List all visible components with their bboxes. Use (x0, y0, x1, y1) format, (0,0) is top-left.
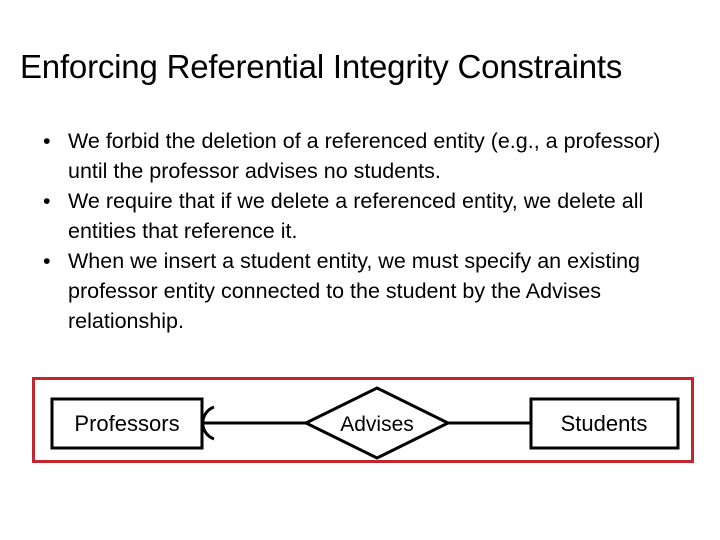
bullet-point-icon: • (43, 189, 51, 213)
bullet-point-icon: • (43, 129, 51, 153)
bullet-point-icon: • (43, 249, 51, 273)
list-item-text: We require that if we delete a reference… (68, 189, 644, 243)
er-diagram-canvas: Professors Advises Students (50, 386, 680, 460)
entity-box-students (529, 397, 680, 450)
list-item-text: When we insert a student entity, we must… (68, 249, 641, 333)
relationship-diamond-advises (302, 386, 452, 460)
entity-box-professors (50, 397, 204, 450)
bullet-list: • We forbid the deletion of a referenced… (36, 126, 696, 336)
relationship-label-advises: Advises (340, 413, 414, 436)
list-item: • We forbid the deletion of a referenced… (36, 126, 696, 186)
page-title: Enforcing Referential Integrity Constrai… (20, 48, 623, 85)
entity-label-professors: Professors (74, 411, 179, 436)
list-item-text: We forbid the deletion of a referenced e… (68, 129, 661, 183)
list-item: • When we insert a student entity, we mu… (36, 246, 696, 336)
er-diagram-highlight-box: Professors Advises Students (32, 377, 694, 463)
entity-label-students: Students (561, 411, 648, 436)
list-item: • We require that if we delete a referen… (36, 186, 696, 246)
